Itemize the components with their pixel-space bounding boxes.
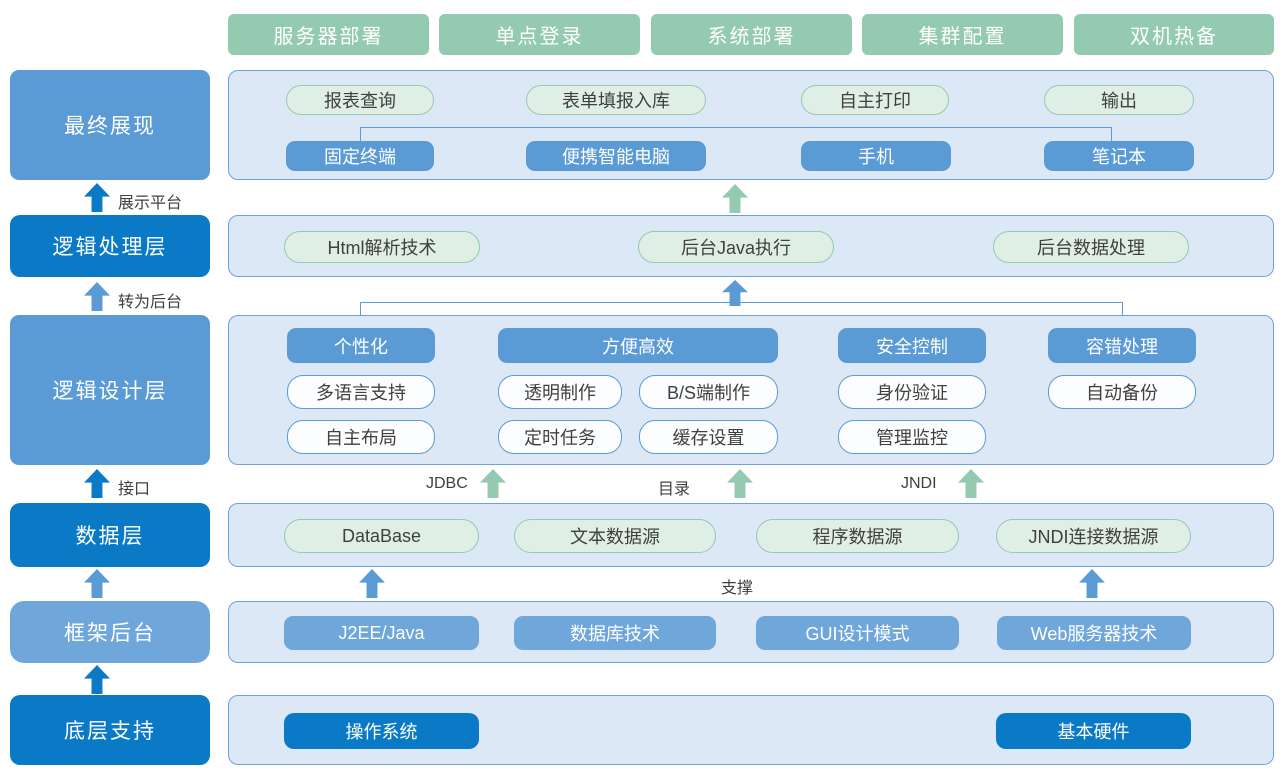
layer-framework-backend: 框架后台	[10, 601, 210, 663]
group-header-convenient: 方便高效	[498, 328, 778, 363]
layer-logic-process: 逻辑处理层	[10, 215, 210, 277]
block-fixed-terminal: 固定终端	[286, 141, 434, 171]
block-j2ee-java: J2EE/Java	[284, 616, 479, 650]
up-arrow-icon	[84, 569, 110, 598]
block-multilang: 多语言支持	[287, 375, 435, 409]
block-timed-task: 定时任务	[498, 420, 622, 454]
block-web-server-tech: Web服务器技术	[997, 616, 1191, 650]
block-transparent-make: 透明制作	[498, 375, 622, 409]
up-arrow-icon	[1079, 569, 1105, 598]
panel-framework-backend: J2EE/Java 数据库技术 GUI设计模式 Web服务器技术	[228, 601, 1274, 663]
block-backend-java: 后台Java执行	[638, 231, 834, 263]
block-text-datasource: 文本数据源	[514, 519, 716, 553]
group-header-security: 安全控制	[838, 328, 986, 363]
block-db-tech: 数据库技术	[514, 616, 716, 650]
tab-cluster-config: 集群配置	[862, 14, 1063, 55]
flow-label-jdbc: JDBC	[426, 475, 468, 492]
tab-single-signon: 单点登录	[439, 14, 640, 55]
block-portable-pc: 便携智能电脑	[526, 141, 706, 171]
block-program-datasource: 程序数据源	[756, 519, 959, 553]
layer-final-display: 最终展现	[10, 70, 210, 180]
panel-logic-design: 个性化 方便高效 安全控制 容错处理 多语言支持 透明制作 B/S端制作 身份验…	[228, 315, 1274, 465]
up-arrow-icon	[722, 184, 748, 213]
block-backend-data-process: 后台数据处理	[993, 231, 1189, 263]
group-header-personalization: 个性化	[287, 328, 435, 363]
up-arrow-icon	[727, 469, 753, 498]
block-operating-system: 操作系统	[284, 713, 479, 749]
up-arrow-icon	[84, 469, 110, 498]
block-self-print: 自主打印	[801, 85, 949, 115]
block-laptop: 笔记本	[1044, 141, 1194, 171]
flow-label-to-backend: 转为后台	[118, 294, 183, 311]
panel-base-support: 操作系统 基本硬件	[228, 695, 1274, 765]
block-auto-backup: 自动备份	[1048, 375, 1196, 409]
up-arrow-icon	[480, 469, 506, 498]
layer-logic-design: 逻辑设计层	[10, 315, 210, 465]
block-bs-make: B/S端制作	[639, 375, 778, 409]
block-report-query: 报表查询	[286, 85, 434, 115]
layer-base-support: 底层支持	[10, 695, 210, 765]
block-basic-hardware: 基本硬件	[996, 713, 1191, 749]
panel-data-layer: DataBase 文本数据源 程序数据源 JNDI连接数据源	[228, 503, 1274, 567]
tab-system-deploy: 系统部署	[651, 14, 852, 55]
flow-label-support: 支撑	[721, 580, 754, 597]
block-database: DataBase	[284, 519, 479, 553]
up-arrow-icon	[958, 469, 984, 498]
flow-label-display-platform: 展示平台	[118, 195, 183, 212]
layer-data: 数据层	[10, 503, 210, 567]
flow-label-jndi: JNDI	[901, 475, 937, 492]
block-mobile-phone: 手机	[801, 141, 951, 171]
block-manage-monitor: 管理监控	[838, 420, 986, 454]
flow-label-directory: 目录	[658, 481, 691, 498]
block-identity-verify: 身份验证	[838, 375, 986, 409]
block-jndi-datasource: JNDI连接数据源	[996, 519, 1191, 553]
block-self-layout: 自主布局	[287, 420, 435, 454]
tab-server-deploy: 服务器部署	[228, 14, 429, 55]
panel-final-display: 报表查询 表单填报入库 自主打印 输出 固定终端 便携智能电脑 手机 笔记本	[228, 70, 1274, 180]
group-header-fault-tolerance: 容错处理	[1048, 328, 1196, 363]
up-arrow-icon	[84, 183, 110, 212]
block-gui-pattern: GUI设计模式	[756, 616, 959, 650]
up-arrow-icon	[84, 282, 110, 311]
panel-logic-process: Html解析技术 后台Java执行 后台数据处理	[228, 215, 1274, 277]
block-output: 输出	[1044, 85, 1194, 115]
block-cache-setting: 缓存设置	[639, 420, 778, 454]
block-html-parse: Html解析技术	[284, 231, 480, 263]
up-arrow-icon	[359, 569, 385, 598]
flow-label-interface: 接口	[118, 481, 151, 498]
up-arrow-icon	[84, 665, 110, 694]
connector-devices	[360, 127, 1112, 142]
tab-hot-standby: 双机热备	[1074, 14, 1274, 55]
block-form-fill: 表单填报入库	[526, 85, 706, 115]
